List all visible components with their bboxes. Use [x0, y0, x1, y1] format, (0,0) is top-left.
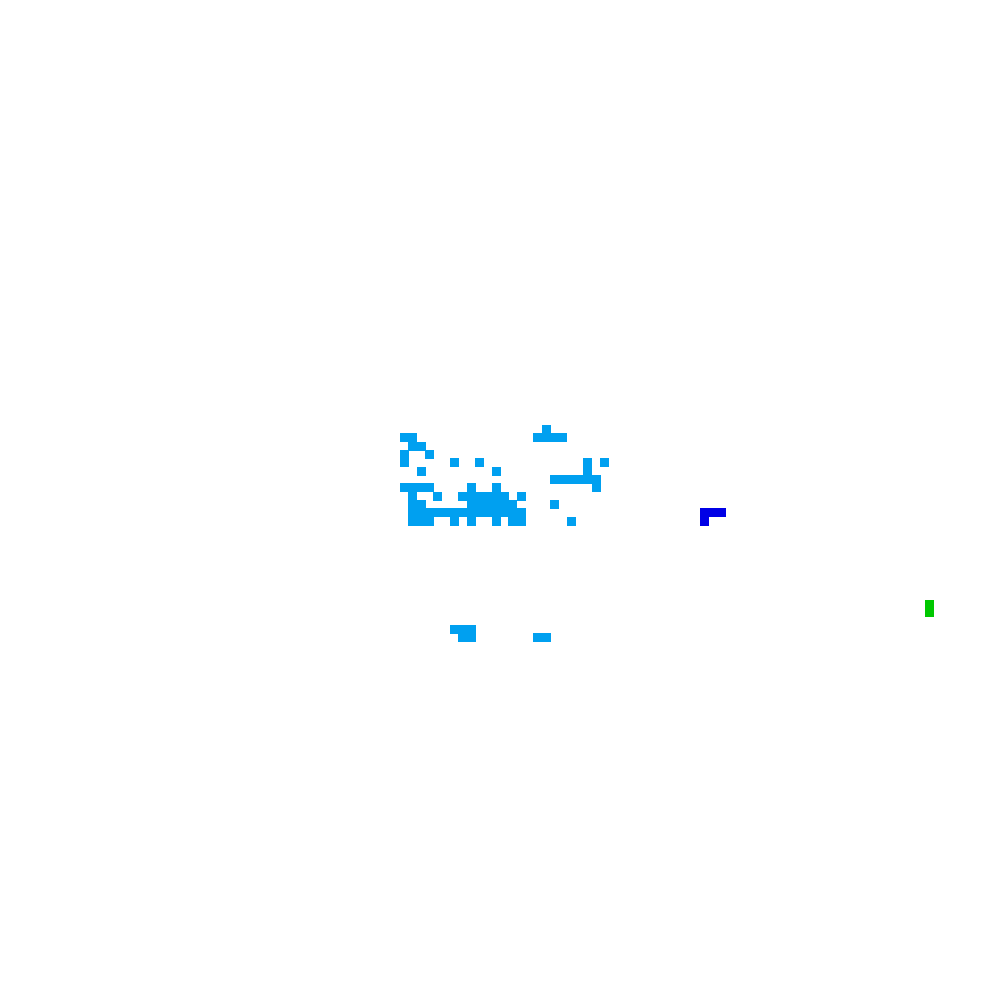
- player-cell: [716, 508, 726, 518]
- water-cell: [591, 483, 601, 493]
- water-cell: [550, 475, 559, 484]
- player-cell: [700, 516, 709, 526]
- water-cell: [591, 475, 601, 484]
- water-cell: [466, 483, 476, 493]
- water-cell: [475, 508, 484, 518]
- water-cell: [500, 491, 509, 501]
- water-cell: [566, 475, 576, 484]
- water-cell: [425, 508, 434, 518]
- water-cell: [483, 508, 493, 518]
- water-cell: [558, 475, 568, 484]
- player-cell: [708, 508, 718, 518]
- water-cell: [475, 491, 484, 501]
- water-cell: [516, 516, 526, 526]
- water-cell: [466, 491, 476, 501]
- water-cell: [575, 475, 584, 484]
- player-cell: [700, 508, 709, 518]
- water-cell: [508, 516, 518, 526]
- water-cell: [583, 466, 593, 476]
- water-cell: [508, 500, 518, 509]
- water-cell: [583, 475, 593, 484]
- water-cell: [408, 491, 418, 501]
- water-cell: [458, 625, 468, 634]
- water-cell: [541, 425, 551, 434]
- water-cell: [425, 450, 434, 459]
- water-cell: [433, 508, 443, 518]
- water-cell: [483, 491, 493, 501]
- water-cell: [450, 625, 459, 634]
- water-cell: [400, 433, 409, 443]
- water-cell: [400, 450, 409, 459]
- water-cell: [450, 516, 459, 526]
- water-cell: [441, 508, 451, 518]
- water-cell: [491, 516, 501, 526]
- water-cell: [416, 516, 426, 526]
- water-cell: [500, 508, 509, 518]
- water-cell: [516, 508, 526, 518]
- water-cell: [466, 516, 476, 526]
- water-cell: [425, 483, 434, 493]
- water-cell: [408, 483, 418, 493]
- water-cell: [408, 433, 418, 443]
- water-cell: [541, 433, 551, 443]
- water-cell: [558, 433, 568, 443]
- water-cell: [466, 633, 476, 643]
- water-cell: [483, 500, 493, 509]
- goal-cell: [925, 600, 934, 609]
- water-cell: [583, 458, 593, 468]
- goal-cell: [925, 608, 934, 618]
- water-cell: [491, 500, 501, 509]
- water-cell: [466, 508, 476, 518]
- water-cell: [550, 433, 559, 443]
- water-cell: [541, 633, 551, 643]
- water-cell: [450, 508, 459, 518]
- water-cell: [458, 491, 468, 501]
- water-cell: [416, 500, 426, 509]
- water-cell: [475, 458, 484, 468]
- water-cell: [491, 491, 501, 501]
- water-cell: [491, 508, 501, 518]
- water-cell: [458, 633, 468, 643]
- water-cell: [466, 625, 476, 634]
- water-cell: [416, 441, 426, 451]
- water-cell: [550, 500, 559, 509]
- water-cell: [400, 458, 409, 468]
- water-cell: [475, 500, 484, 509]
- water-cell: [416, 483, 426, 493]
- water-cell: [408, 516, 418, 526]
- water-cell: [416, 508, 426, 518]
- water-cell: [500, 500, 509, 509]
- water-cell: [408, 508, 418, 518]
- water-cell: [516, 491, 526, 501]
- water-cell: [466, 500, 476, 509]
- water-cell: [533, 633, 543, 643]
- water-cell: [600, 458, 609, 468]
- water-cell: [491, 483, 501, 493]
- water-cell: [450, 458, 459, 468]
- water-cell: [416, 466, 426, 476]
- water-cell: [433, 491, 443, 501]
- water-cell: [533, 433, 543, 443]
- water-cell: [508, 508, 518, 518]
- water-cell: [425, 516, 434, 526]
- water-cell: [408, 441, 418, 451]
- water-cell: [408, 500, 418, 509]
- water-cell: [491, 466, 501, 476]
- water-cell: [566, 516, 576, 526]
- water-cell: [400, 483, 409, 493]
- water-cell: [458, 508, 468, 518]
